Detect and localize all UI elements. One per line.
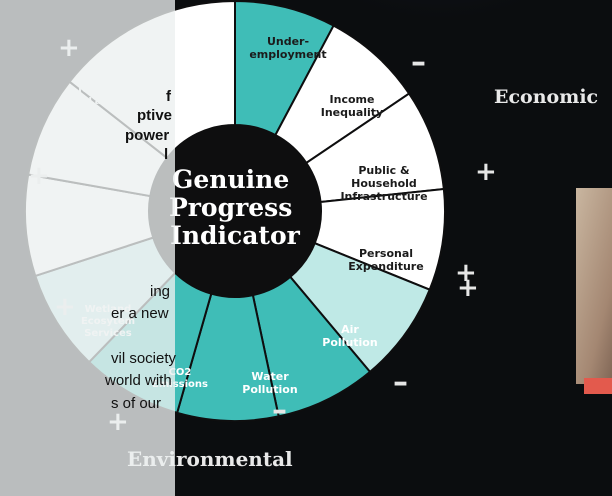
center-title-line-2: Progress xyxy=(169,193,292,222)
minus-sign: – xyxy=(393,365,408,400)
wheel-label-underemployment: Under-employment xyxy=(249,35,326,61)
minus-sign: – xyxy=(272,393,287,428)
left-text-overlay xyxy=(0,0,175,496)
minus-sign: – xyxy=(411,45,426,80)
economic-label: Economic xyxy=(494,86,598,108)
plus-sign: + xyxy=(457,273,479,303)
center-disc xyxy=(149,125,321,297)
plus-sign: + xyxy=(455,258,477,288)
center-title-line-3: Indicator xyxy=(170,221,300,250)
svg-text:Genuine Progress Indic: Genuine Progress Indicator xyxy=(169,165,301,250)
center-title-line-1: Genuine xyxy=(172,165,289,194)
portrait-screen xyxy=(576,188,612,394)
plus-sign: + xyxy=(475,157,497,187)
